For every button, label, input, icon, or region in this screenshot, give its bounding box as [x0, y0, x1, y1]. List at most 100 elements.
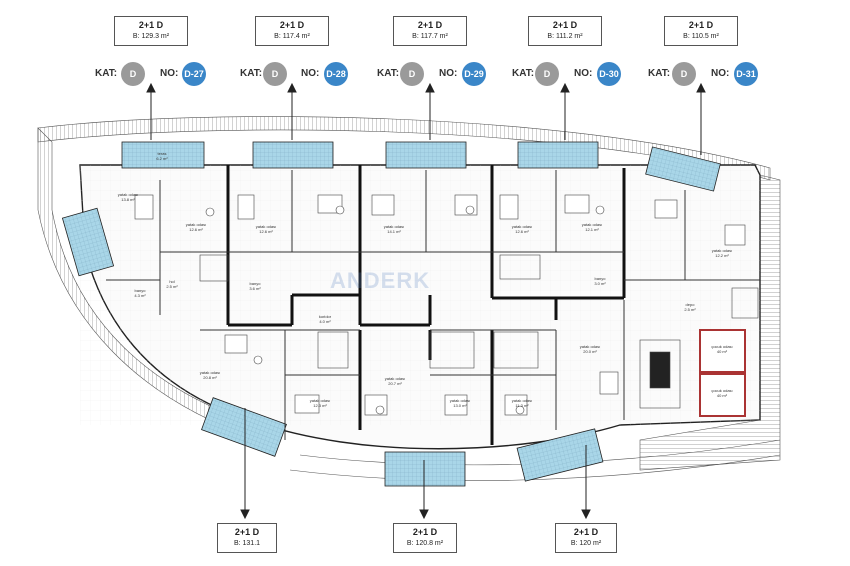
unit-area: B: 131.1	[233, 540, 261, 547]
unit-type: 2+1 D	[573, 527, 599, 537]
room-area: 12.1 m²	[585, 227, 599, 232]
storage-2	[699, 373, 746, 417]
kat-label: KAT:	[512, 68, 535, 79]
room-area: 20.7 m²	[388, 381, 402, 386]
unit-info-box-d27: 2+1 D B: 129.3 m²	[114, 16, 188, 46]
room-label: yatak odası	[385, 376, 405, 381]
unit-area: B: 117.7 m²	[412, 33, 448, 40]
room-area: 12.2 m²	[715, 253, 729, 258]
room-label: yatak odası	[310, 398, 330, 403]
room-label: koridor	[319, 314, 332, 319]
room-area: 2.5 m²	[166, 284, 178, 289]
terrace-b2	[384, 451, 466, 487]
room-label: çocuk odası	[711, 388, 732, 393]
unit-no-badge: D-27	[182, 62, 206, 86]
room-area: 4.0 m²	[319, 319, 331, 324]
unit-info-box-bottom-1: 2+1 D B: 131.1	[217, 523, 277, 553]
unit-area: B: 111.2 m²	[547, 33, 583, 40]
room-area: 12.6 m²	[259, 229, 273, 234]
unit-area: B: 110.5 m²	[683, 33, 719, 40]
arrows	[146, 82, 706, 520]
room-label: yatak odası	[200, 370, 220, 375]
no-label: NO:	[301, 68, 320, 79]
room-label: teras	[158, 151, 167, 156]
terrace-3	[385, 141, 467, 169]
room-area: 12.6 m²	[189, 227, 203, 232]
room-label: yatak odası	[512, 398, 532, 403]
unit-info-box-bottom-3: 2+1 D B: 120 m²	[555, 523, 617, 553]
room-area: 13.0 m²	[453, 403, 467, 408]
terrace-left	[61, 207, 115, 277]
room-area: 20.8 m²	[203, 375, 217, 380]
unit-no-badge: D-30	[597, 62, 621, 86]
room-area: 12.3 m²	[313, 403, 327, 408]
no-label: NO:	[160, 68, 179, 79]
stairs	[199, 254, 759, 409]
unit-info-box-d30: 2+1 D B: 111.2 m²	[528, 16, 602, 46]
unit-area: B: 129.3 m²	[132, 33, 170, 40]
unit-area: B: 120.8 m²	[406, 540, 444, 547]
room-label: banyo	[135, 288, 147, 293]
party-walls	[226, 165, 626, 445]
room-label: depo	[686, 302, 696, 307]
no-label: NO:	[574, 68, 593, 79]
room-label: yatak odası	[450, 398, 470, 403]
room-area: 40 m²	[717, 393, 728, 398]
interior-walls	[106, 170, 760, 440]
unit-info-box-d29: 2+1 D B: 117.7 m²	[393, 16, 467, 46]
unit-area: B: 120 m²	[570, 540, 602, 547]
room-area: 6.2 m²	[156, 156, 168, 161]
room-label: yatak odası	[580, 344, 600, 349]
room-area: 13.8 m²	[121, 197, 135, 202]
kat-badge: D	[672, 62, 696, 86]
unit-type: 2+1 D	[234, 527, 260, 537]
storage-1	[699, 329, 746, 373]
room-area: 40 m²	[717, 349, 728, 354]
room-label: hol	[169, 279, 174, 284]
furniture	[134, 194, 746, 416]
no-label: NO:	[711, 68, 730, 79]
room-label: çocuk odası	[711, 344, 732, 349]
terrace-2	[252, 141, 334, 169]
unit-no-badge: D-28	[324, 62, 348, 86]
kat-badge: D	[535, 62, 559, 86]
terrace-1	[121, 141, 205, 169]
room-label: yatak odası	[186, 222, 206, 227]
room-label: banyo	[250, 281, 262, 286]
kat-badge: D	[400, 62, 424, 86]
room-label: banyo	[595, 276, 607, 281]
terrace-b1	[201, 397, 287, 457]
unit-info-box-d28: 2+1 D B: 117.4 m²	[255, 16, 329, 46]
room-label: yatak odası	[256, 224, 276, 229]
unit-type: 2+1 D	[552, 20, 578, 30]
unit-no-badge: D-29	[462, 62, 486, 86]
unit-area: B: 117.4 m²	[274, 33, 310, 40]
unit-no-badge: D-31	[734, 62, 758, 86]
unit-type: 2+1 D	[417, 20, 443, 30]
room-area: 11.3 m²	[515, 403, 529, 408]
watermark: ANDERK	[330, 268, 431, 293]
room-area: 12.6 m²	[515, 229, 529, 234]
room-label: yatak odası	[712, 248, 732, 253]
room-label: yatak odası	[582, 222, 602, 227]
room-labels: yatak odası 13.8 m² yatak odası 12.6 m² …	[118, 151, 733, 408]
room-area: 3.6 m²	[249, 286, 261, 291]
room-area: 20.0 m²	[583, 349, 597, 354]
kat-badge: D	[121, 62, 145, 86]
unit-type: 2+1 D	[412, 527, 438, 537]
unit-type: 2+1 D	[138, 20, 164, 30]
kat-label: KAT:	[95, 68, 118, 79]
kat-badge: D	[263, 62, 287, 86]
room-label: yatak odası	[118, 192, 138, 197]
room-label: yatak odası	[384, 224, 404, 229]
room-area: 14.1 m²	[387, 229, 401, 234]
terrace-4	[517, 141, 599, 169]
no-label: NO:	[439, 68, 458, 79]
unit-type: 2+1 D	[279, 20, 305, 30]
unit-type: 2+1 D	[688, 20, 714, 30]
kat-label: KAT:	[648, 68, 671, 79]
terrace-5	[645, 146, 721, 192]
room-area: 2.5 m²	[684, 307, 696, 312]
kat-label: KAT:	[240, 68, 263, 79]
